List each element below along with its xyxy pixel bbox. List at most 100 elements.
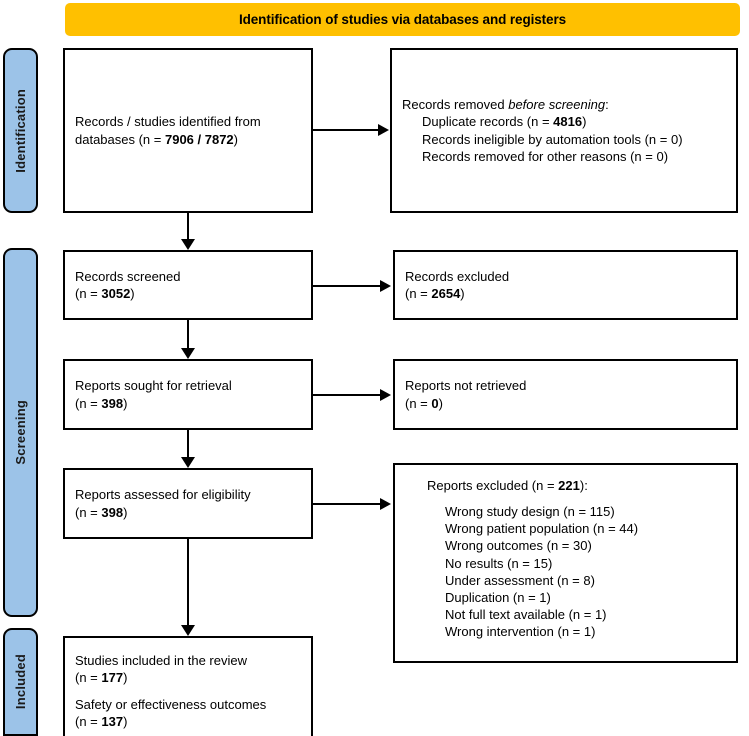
stage-rail-screening: Screening bbox=[3, 248, 38, 617]
box-reports-assessed-for-eligibility: Reports assessed for eligibility(n = 398… bbox=[63, 468, 313, 539]
box-reports-excluded-with-reasons: Reports excluded (n = 221): Wrong study … bbox=[393, 463, 738, 663]
list-item: Records ineligible by automation tools (… bbox=[422, 131, 726, 148]
spacer bbox=[75, 687, 301, 696]
records-removed-heading-prefix: Records removed bbox=[402, 97, 509, 113]
reports-sought-count: 398 bbox=[101, 395, 124, 411]
reports-assessed-line1: Reports assessed for eligibility bbox=[75, 487, 251, 503]
removed-other-reasons-prefix: Records removed for other reasons (n = bbox=[422, 148, 657, 164]
studies-included-text: Studies included in the review(n = 177) bbox=[75, 652, 301, 686]
list-item: Under assessment (n = 8) bbox=[445, 572, 595, 588]
reports-sought-line1: Reports sought for retrieval bbox=[75, 378, 232, 394]
safety-outcomes-line1: Safety or effectiveness outcomes bbox=[75, 696, 267, 712]
list-item: Records removed for other reasons (n = 0… bbox=[422, 148, 726, 165]
records-screened-line2-suffix: ) bbox=[130, 286, 135, 301]
box-records-screened: Records screened(n = 3052) bbox=[63, 250, 313, 320]
records-screened-count: 3052 bbox=[101, 286, 131, 301]
list-item: No results (n = 15) bbox=[445, 555, 553, 571]
reports-excluded-heading-suffix: ): bbox=[579, 478, 588, 493]
list-item: Wrong study design (n = 115) bbox=[445, 504, 615, 520]
reports-sought-line2-suffix: ) bbox=[123, 395, 128, 411]
spacer bbox=[405, 494, 726, 503]
arrow-right-icon bbox=[378, 124, 389, 136]
reports-excluded-heading: Reports excluded (n = 221): bbox=[405, 477, 726, 494]
box-records-excluded: Records excluded (n = 2654) bbox=[393, 250, 738, 320]
stage-rail-screening-label: Screening bbox=[13, 400, 28, 465]
records-removed-heading-italic: before screening bbox=[508, 97, 606, 113]
reports-not-retrieved-line2-prefix: (n = bbox=[405, 395, 432, 411]
box-reports-sought-text: Reports sought for retrieval(n = 398) bbox=[75, 377, 301, 411]
reports-excluded-reason-list: Wrong study design (n = 115) Wrong patie… bbox=[405, 503, 726, 640]
duplicate-records-prefix: Duplicate records (n = bbox=[422, 114, 554, 130]
stage-rail-identification-label: Identification bbox=[13, 88, 28, 173]
studies-included-line2-suffix: ) bbox=[123, 670, 128, 686]
records-identified-line2-prefix: databases (n = bbox=[75, 131, 165, 147]
connector-screened-to-excluded bbox=[313, 285, 381, 287]
safety-outcomes-count: 137 bbox=[101, 713, 124, 729]
removed-other-reasons-suffix: ) bbox=[663, 148, 669, 164]
safety-outcomes-line2-prefix: (n = bbox=[75, 713, 102, 729]
records-identified-line2-suffix: ) bbox=[233, 131, 239, 147]
box-reports-not-retrieved: Reports not retrieved(n = 0) bbox=[393, 359, 738, 430]
arrow-right-icon bbox=[380, 498, 391, 510]
safety-outcomes-line2-suffix: ) bbox=[123, 713, 128, 729]
box-reports-sought-for-retrieval: Reports sought for retrieval(n = 398) bbox=[63, 359, 313, 430]
box-studies-included: Studies included in the review(n = 177) … bbox=[63, 636, 313, 736]
duplicate-records-count: 4816 bbox=[553, 114, 583, 130]
box-records-removed-before-screening: Records removed before screening: Duplic… bbox=[390, 48, 738, 213]
reports-sought-line2-prefix: (n = bbox=[75, 395, 102, 411]
box-reports-assessed-text: Reports assessed for eligibility(n = 398… bbox=[75, 486, 301, 520]
reports-not-retrieved-count: 0 bbox=[431, 395, 439, 411]
records-removed-heading: Records removed before screening: bbox=[402, 96, 726, 113]
reports-not-retrieved-line1: Reports not retrieved bbox=[405, 378, 527, 394]
arrow-right-icon bbox=[380, 280, 391, 292]
list-item: Duplication (n = 1) bbox=[445, 589, 551, 605]
duplicate-records-suffix: ) bbox=[582, 114, 587, 130]
connector-identified-to-screened bbox=[187, 213, 189, 241]
reports-not-retrieved-line2-suffix: ) bbox=[438, 395, 443, 411]
reports-excluded-total: 221 bbox=[558, 478, 580, 493]
stage-rail-identification: Identification bbox=[3, 48, 38, 213]
reports-excluded-heading-prefix: Reports excluded (n = bbox=[427, 478, 559, 493]
safety-outcomes-text: Safety or effectiveness outcomes(n = 137… bbox=[75, 696, 301, 730]
list-item: Not full text available (n = 1) bbox=[445, 607, 607, 623]
list-item: Wrong intervention (n = 1) bbox=[445, 624, 596, 640]
ineligible-automation-count: 0 bbox=[670, 131, 679, 147]
records-identified-count: 7906 / 7872 bbox=[164, 131, 234, 147]
box-records-excluded-text: Records excluded (n = 2654) bbox=[405, 268, 726, 302]
box-records-screened-text: Records screened(n = 3052) bbox=[75, 268, 301, 302]
records-excluded-count: 2654 bbox=[431, 286, 461, 301]
arrow-right-icon bbox=[380, 389, 391, 401]
records-removed-list: Duplicate records (n = 4816) Records ine… bbox=[402, 113, 726, 164]
stage-rail-included: Included bbox=[3, 628, 38, 736]
connector-screened-to-sought bbox=[187, 320, 189, 349]
banner-identification-header: Identification of studies via databases … bbox=[65, 3, 740, 36]
reports-assessed-count: 398 bbox=[101, 504, 124, 520]
arrow-down-icon bbox=[181, 625, 195, 636]
list-item: Duplicate records (n = 4816) bbox=[422, 113, 726, 130]
connector-sought-to-not-retrieved bbox=[313, 394, 381, 396]
list-item: Wrong outcomes (n = 30) bbox=[445, 538, 592, 554]
connector-assessed-to-reports-excluded bbox=[313, 503, 381, 505]
connector-identified-to-removed bbox=[313, 129, 379, 131]
arrow-down-icon bbox=[181, 239, 195, 250]
records-excluded-line2-prefix: (n = bbox=[405, 286, 432, 301]
records-excluded-line2-suffix: ) bbox=[460, 286, 465, 301]
records-excluded-line1: Records excluded bbox=[405, 268, 510, 284]
studies-included-count: 177 bbox=[101, 670, 124, 686]
studies-included-line1: Studies included in the review bbox=[75, 653, 247, 669]
banner-title: Identification of studies via databases … bbox=[238, 12, 567, 27]
records-screened-line2-prefix: (n = bbox=[75, 286, 102, 301]
removed-other-reasons-count: 0 bbox=[656, 148, 664, 164]
records-identified-line1: Records / studies identified from bbox=[75, 114, 261, 130]
studies-included-line2-prefix: (n = bbox=[75, 670, 102, 686]
arrow-down-icon bbox=[181, 348, 195, 359]
connector-assessed-to-included bbox=[187, 539, 189, 626]
ineligible-automation-suffix: ) bbox=[678, 131, 683, 147]
arrow-down-icon bbox=[181, 457, 195, 468]
records-removed-heading-suffix: : bbox=[605, 97, 609, 113]
reports-assessed-line2-prefix: (n = bbox=[75, 504, 102, 520]
ineligible-automation-prefix: Records ineligible by automation tools (… bbox=[422, 131, 671, 147]
